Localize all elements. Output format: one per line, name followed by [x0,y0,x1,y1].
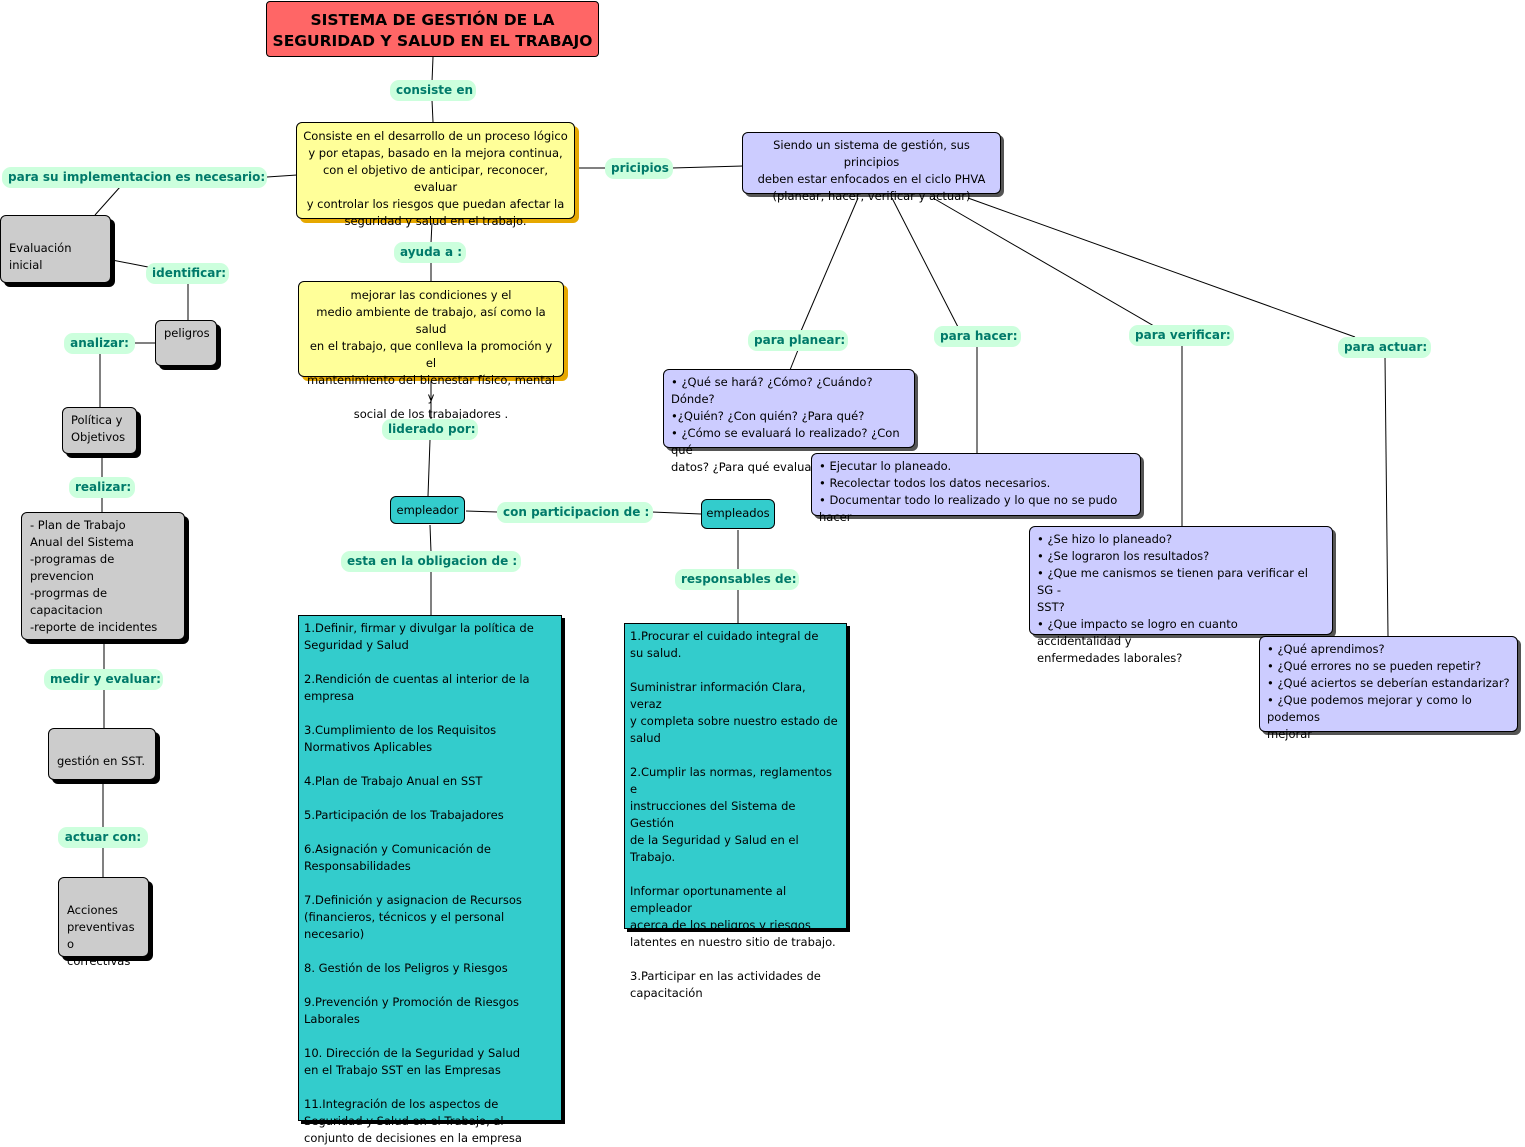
link-label-responsables: responsables de: [675,569,799,590]
plan-node: • ¿Qué se hará? ¿Cómo? ¿Cuándo? Dónde? •… [663,369,915,474]
employer-duties-node: 1.Definir, firmar y divulgar la política… [298,615,562,1145]
empleados-node[interactable]: empleados [701,499,775,529]
do-node: • Ejecutar lo planeado. • Recolectar tod… [811,453,1141,524]
link-label-verificar: para verificar: [1129,325,1234,346]
politica-objetivos-node: Política y Objetivos [62,407,137,454]
link-label-principios: pricipios [605,158,673,179]
empleador-node[interactable]: empleador [390,496,465,524]
link-label-participacion: con participacion de : [497,502,653,523]
peligros-node: peligros [155,320,217,366]
link-label-actuar: para actuar: [1338,337,1431,358]
link-label-planear: para planear: [748,330,848,351]
link-label-analizar: analizar: [64,333,135,354]
verify-node: • ¿Se hizo lo planeado? • ¿Se lograron l… [1029,526,1333,665]
acciones-node: Acciones preventivas o correctivas [58,877,149,968]
definition-node: Consiste en el desarrollo de un proceso … [296,122,575,228]
principles-node: Siendo un sistema de gestión, sus princi… [742,132,1001,203]
link-label-identificar: identificar: [146,263,229,284]
link-label-actuar-con: actuar con: [58,827,148,848]
link-label-medir: medir y evaluar: [44,669,163,690]
purpose-node: mejorar las condiciones y el medio ambie… [298,281,564,421]
link-label-consiste-en: consiste en [390,80,476,101]
link-label-implementacion: para su implementacion es necesario: [2,167,267,188]
link-label-realizar: realizar: [69,477,135,498]
gestion-sst-node: gestión en SST. [48,728,156,780]
link-label-hacer: para hacer: [934,326,1021,347]
employee-duties-node: 1.Procurar el cuidado integral de su sal… [624,623,847,1000]
main-title: SISTEMA DE GESTIÓN DE LA SEGURIDAD Y SAL… [266,1,599,57]
act-node: • ¿Qué aprendimos? • ¿Qué errores no se … [1259,636,1518,741]
link-label-liderado: liderado por: [382,419,478,440]
link-label-obligacion: esta en la obligacion de : [341,551,521,572]
evaluacion-inicial-node: Evaluación inicial [0,215,111,283]
link-label-ayuda: ayuda a : [394,242,466,263]
plan-trabajo-node: - Plan de Trabajo Anual del Sistema -pro… [21,512,185,640]
